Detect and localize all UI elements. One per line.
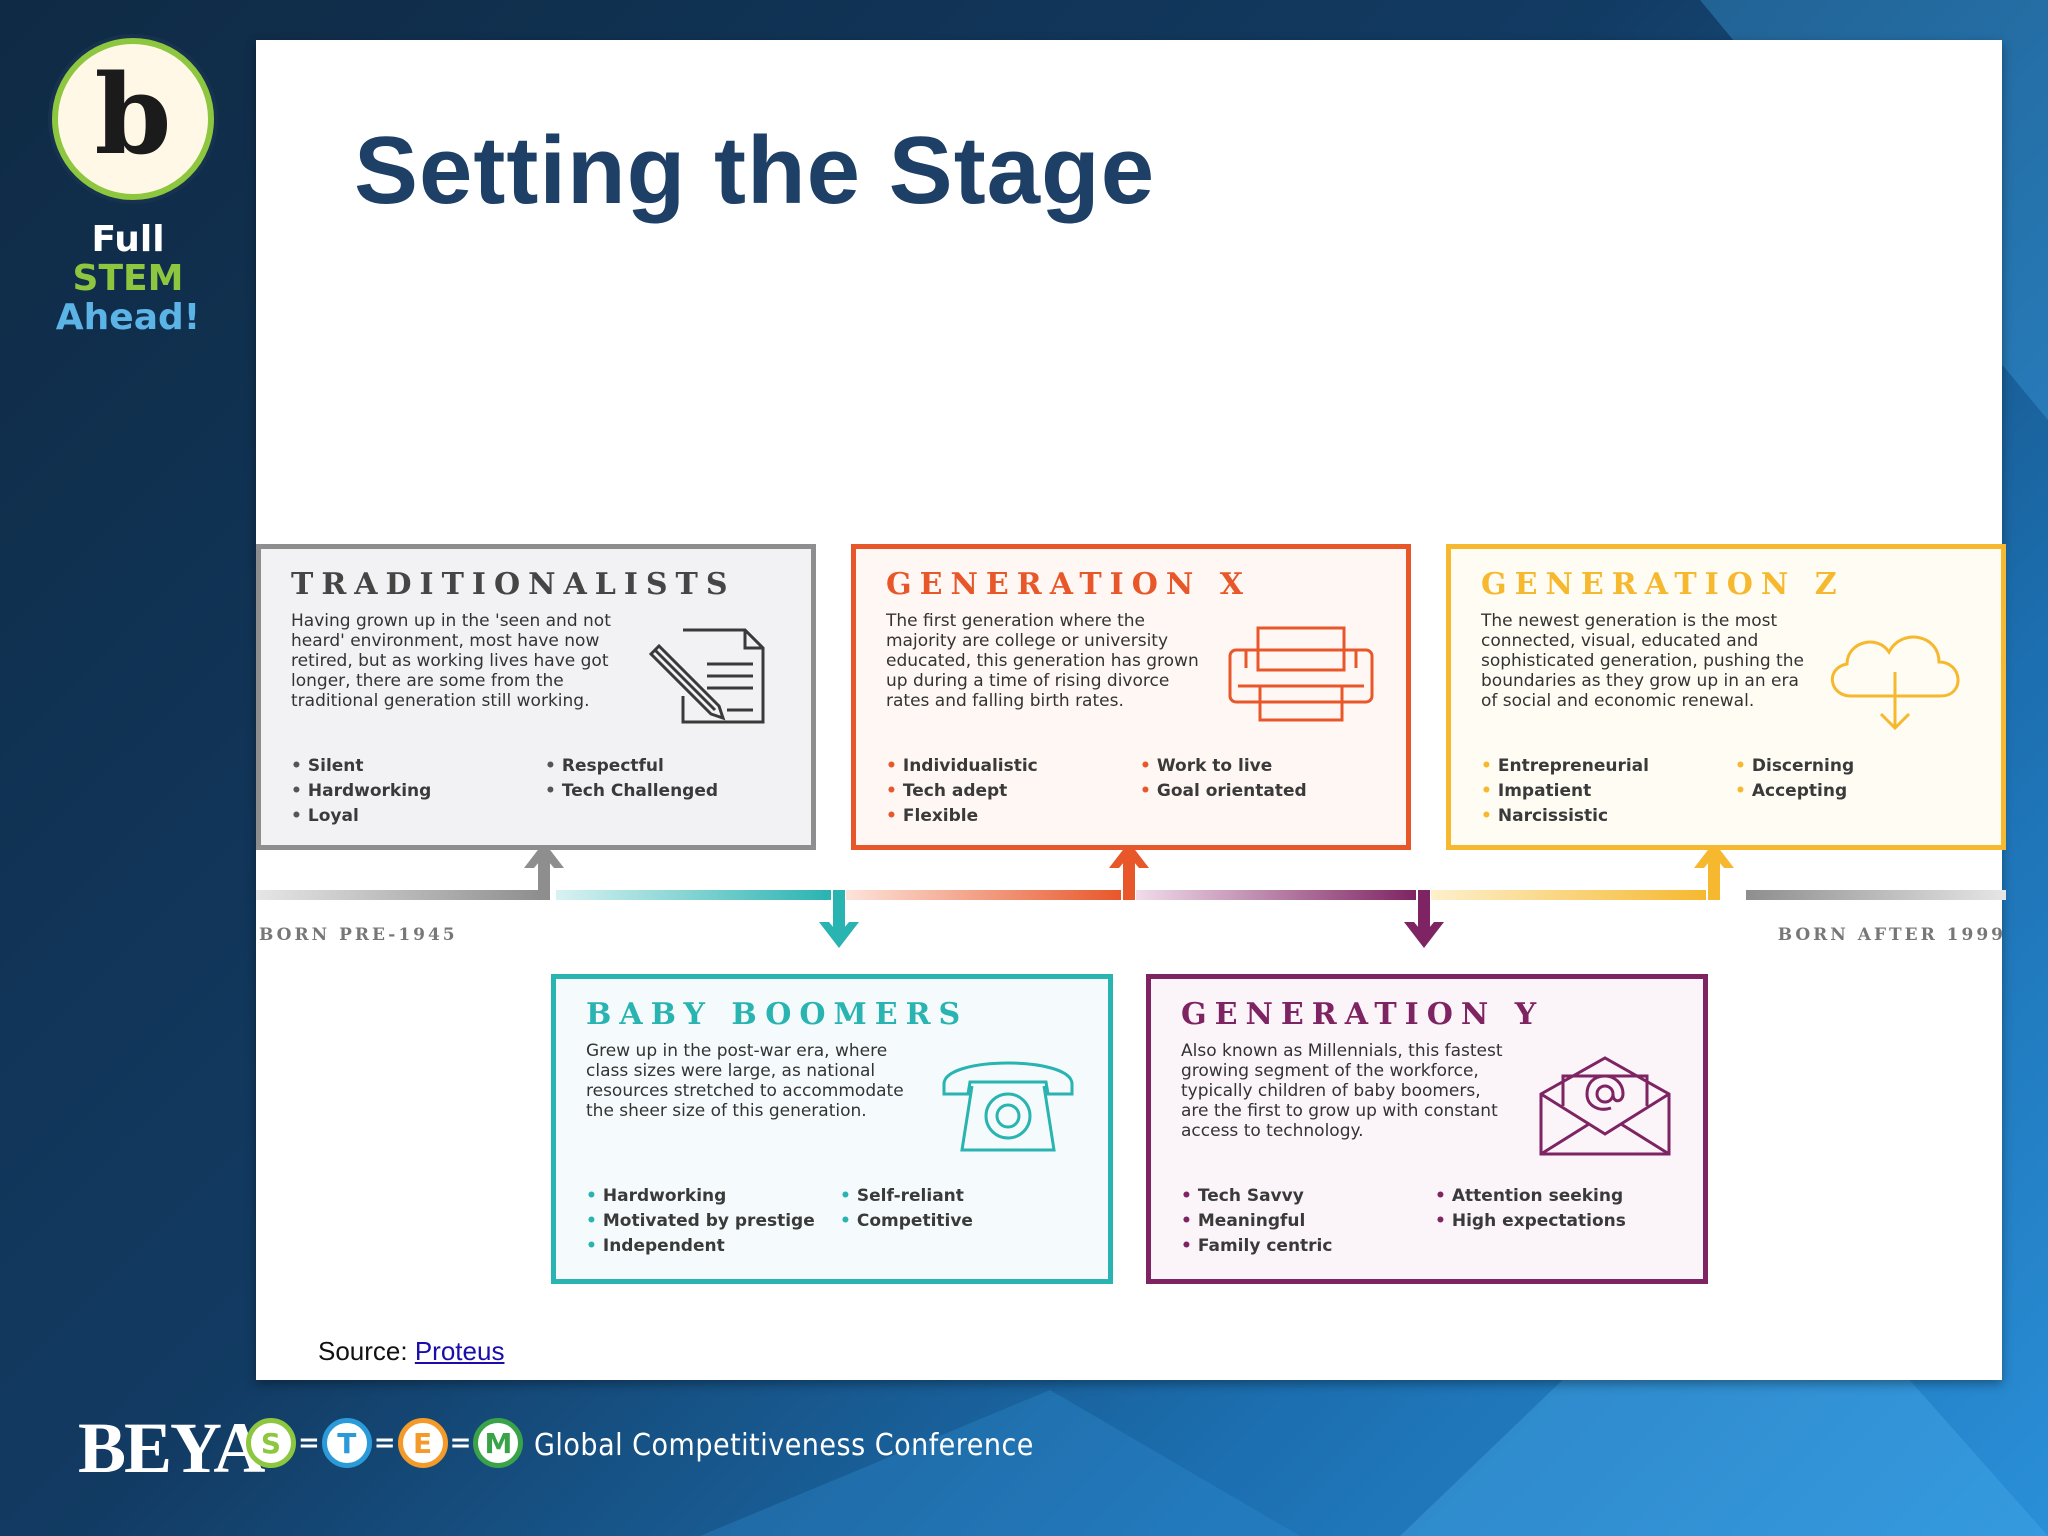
trait-item: Hardworking [291,779,431,804]
source-link[interactable]: Proteus [414,1336,505,1366]
traits-list-right: Attention seeking High expectations [1435,1184,1626,1234]
arrow-down-baby-boomers [819,890,859,948]
telephone-icon [942,1061,1074,1152]
trait-item: Tech adept [886,779,1038,804]
tagline-full: Full [91,219,165,260]
card-title: GENERATION Y [1181,997,1545,1032]
card-generation-x: GENERATION X The first generation where … [851,544,1411,850]
card-generation-y: GENERATION Y Also known as Millennials, … [1146,974,1708,1284]
generations-infographic: BORN PRE-1945 BORN AFTER 1999 TRADITIONA… [256,420,2006,1340]
beya-logo: BEYA [78,1408,265,1488]
traits-list-left: Entrepreneurial Impatient Narcissistic [1481,754,1649,829]
equals-sign: = [373,1428,396,1458]
trait-item: Independent [586,1234,815,1259]
printer-icon [1228,626,1374,722]
source-label: Source: [318,1336,408,1366]
arrow-down-generation-y [1404,890,1444,948]
cloud-download-icon [1830,635,1960,731]
trait-item: Accepting [1735,779,1854,804]
trait-item: Work to live [1140,754,1307,779]
equals-sign: = [449,1428,472,1458]
trait-item: Respectful [545,754,718,779]
trait-item: Individualistic [886,754,1038,779]
traits-list-left: Tech Savvy Meaningful Family centric [1181,1184,1333,1259]
card-baby-boomers: BABY BOOMERS Grew up in the post-war era… [551,974,1113,1284]
full-stem-ahead-logo: b [52,38,214,200]
email-envelope-icon [1539,1056,1671,1156]
trait-item: Discerning [1735,754,1854,779]
born-pre-1945-label: BORN PRE-1945 [259,925,458,945]
traits-list-right: Discerning Accepting [1735,754,1854,804]
trait-item: Entrepreneurial [1481,754,1649,779]
tagline-stem: STEM [72,258,184,299]
traits-list-right: Self-reliant Competitive [840,1184,973,1234]
trait-item: Loyal [291,804,431,829]
source-citation: Source: Proteus [318,1336,504,1367]
trait-item: Narcissistic [1481,804,1649,829]
arrow-up-generation-z [1694,842,1734,900]
equals-sign: = [298,1428,320,1458]
arrow-up-traditionalists [524,842,564,900]
tagline-ahead: Ahead! [55,297,201,338]
generation-timeline [256,842,2006,948]
trait-item: Flexible [886,804,1038,829]
stem-letter-m: M [473,1418,524,1468]
card-description: Grew up in the post-war era, where class… [586,1041,904,1121]
traits-list-left: Individualistic Tech adept Flexible [886,754,1038,829]
slide: Setting the Stage [256,40,2006,1380]
born-after-1999-label: BORN AFTER 1999 [1777,925,2006,945]
stem-logo: S = T = E = M [246,1418,524,1468]
logo-letter: b [94,50,172,179]
trait-item: Tech Challenged [545,779,718,804]
stem-letter-t: T [321,1418,372,1468]
card-title: TRADITIONALISTS [291,567,736,602]
card-description: Also known as Millennials, this fastest … [1181,1041,1503,1141]
timeline-segment-end [1746,890,2006,900]
card-description: The newest generation is the most connec… [1481,611,1804,711]
traits-list-right: Respectful Tech Challenged [545,754,718,804]
stem-letter-e: E [397,1418,448,1468]
trait-item: Competitive [840,1209,973,1234]
trait-item: Motivated by prestige [586,1209,815,1234]
arrow-up-generation-x [1109,842,1149,900]
trait-item: Attention seeking [1435,1184,1626,1209]
trait-item: Meaningful [1181,1209,1332,1234]
card-description: The first generation where the majority … [886,611,1199,711]
conference-name: Global Competitiveness Conference [534,1428,1034,1463]
timeline-segment-generation-z [1431,890,1706,900]
traits-list-right: Work to live Goal orientated [1140,754,1307,804]
trait-item: Silent [291,754,431,779]
traits-list-left: Silent Hardworking Loyal [291,754,431,829]
card-description: Having grown up in the 'seen and not hea… [291,611,611,711]
trait-item: Family centric [1181,1234,1333,1259]
card-title: GENERATION Z [1481,567,1845,602]
trait-item: Self-reliant [840,1184,973,1209]
timeline-segment-generation-y [1136,890,1416,900]
trait-item: Impatient [1481,779,1649,804]
trait-item: High expectations [1435,1209,1626,1234]
document-pen-icon [648,628,765,724]
stem-letter-s: S [246,1418,296,1468]
card-title: GENERATION X [886,567,1251,602]
card-title: BABY BOOMERS [586,997,969,1032]
timeline-segment-generation-x [846,890,1121,900]
trait-item: Hardworking [586,1184,815,1209]
traits-list-left: Hardworking Motivated by prestige Indepe… [586,1184,815,1259]
timeline-segment-traditionalists [256,890,541,900]
trait-item: Goal orientated [1140,779,1307,804]
card-traditionalists: TRADITIONALISTS Having grown up in the '… [256,544,816,850]
timeline-segment-baby-boomers [556,890,831,900]
slide-title: Setting the Stage [354,117,1156,224]
trait-item: Tech Savvy [1181,1184,1332,1209]
card-generation-z: GENERATION Z The newest generation is th… [1446,544,2006,850]
